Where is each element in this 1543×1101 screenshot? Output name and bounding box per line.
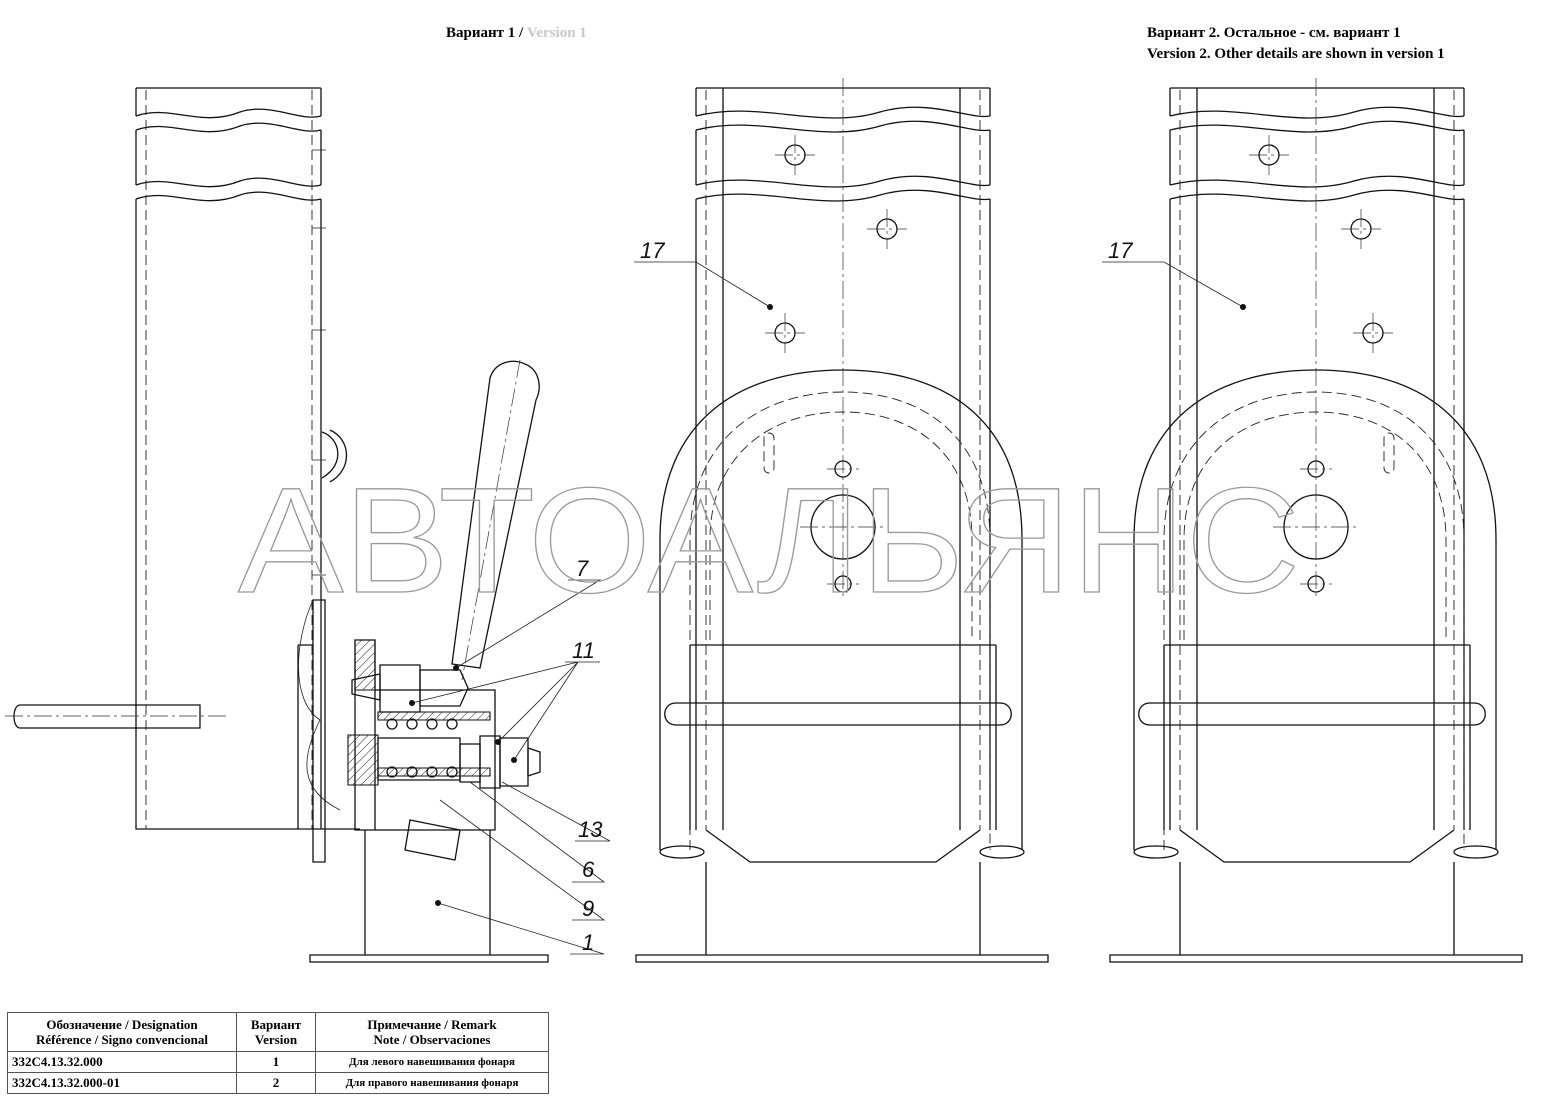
header-remark-line2: Note / Observaciones	[373, 1032, 491, 1047]
variant2-title-en: Version 2. Other details are shown in ve…	[1147, 46, 1445, 62]
watermark-text: АВТОАЛЬЯНС	[238, 456, 1300, 624]
header-version-line2: Version	[254, 1032, 298, 1047]
cell-designation: 332С4.13.32.000	[7, 1051, 237, 1073]
cell-remark: Для левого навешивания фонаря	[315, 1051, 549, 1073]
callout-13: 13	[578, 817, 603, 842]
header-version: Вариант Version	[236, 1012, 316, 1052]
mounting-holes	[763, 135, 907, 593]
callout-17-right: 17	[1108, 238, 1133, 263]
cell-designation: 332С4.13.32.000-01	[7, 1072, 237, 1094]
variant-table: Обозначение / Designation Référence / Si…	[7, 1012, 549, 1094]
technical-drawing: 17 17 7 11 13 6 9 1 АВТОАЛЬЯНС	[5, 78, 1523, 963]
callout-11: 11	[572, 638, 595, 663]
side-view-version1	[5, 87, 549, 963]
callout-1: 1	[582, 930, 594, 955]
header-remark: Примечание / Remark Note / Observaciones	[315, 1012, 549, 1052]
table-header-row: Обозначение / Designation Référence / Si…	[7, 1012, 549, 1052]
cell-version: 2	[236, 1072, 316, 1094]
front-view-version2	[1109, 78, 1523, 963]
variant2-title-ru: Вариант 2. Остальное - см. вариант 1	[1147, 25, 1401, 41]
variant1-title-en: Version 1	[526, 25, 587, 41]
table-row: 332С4.13.32.000-01 2 Для правого навешив…	[7, 1072, 549, 1094]
callout-9: 9	[582, 896, 594, 921]
front-view-version1	[635, 78, 1049, 963]
header-designation: Обозначение / Designation Référence / Si…	[7, 1012, 237, 1052]
header-designation-line2: Référence / Signo convencional	[36, 1032, 208, 1047]
spring-coils	[386, 718, 458, 778]
callout-7: 7	[576, 556, 589, 581]
header-remark-line1: Примечание / Remark	[367, 1017, 497, 1032]
header-version-line1: Вариант	[250, 1017, 302, 1032]
cell-remark: Для правого навешивания фонаря	[315, 1072, 549, 1094]
header-designation-line1: Обозначение / Designation	[46, 1017, 198, 1032]
callout-17-middle: 17	[640, 238, 665, 263]
variant1-title: Вариант 1 / Version 1	[446, 25, 587, 42]
callout-6: 6	[582, 857, 595, 882]
table-row: 332С4.13.32.000 1 Для левого навешивания…	[7, 1051, 549, 1073]
mounting-holes-v2	[1249, 135, 1395, 593]
cell-version: 1	[236, 1051, 316, 1073]
variant1-title-ru: Вариант 1 /	[446, 25, 527, 41]
callout-leaders	[409, 261, 1246, 955]
